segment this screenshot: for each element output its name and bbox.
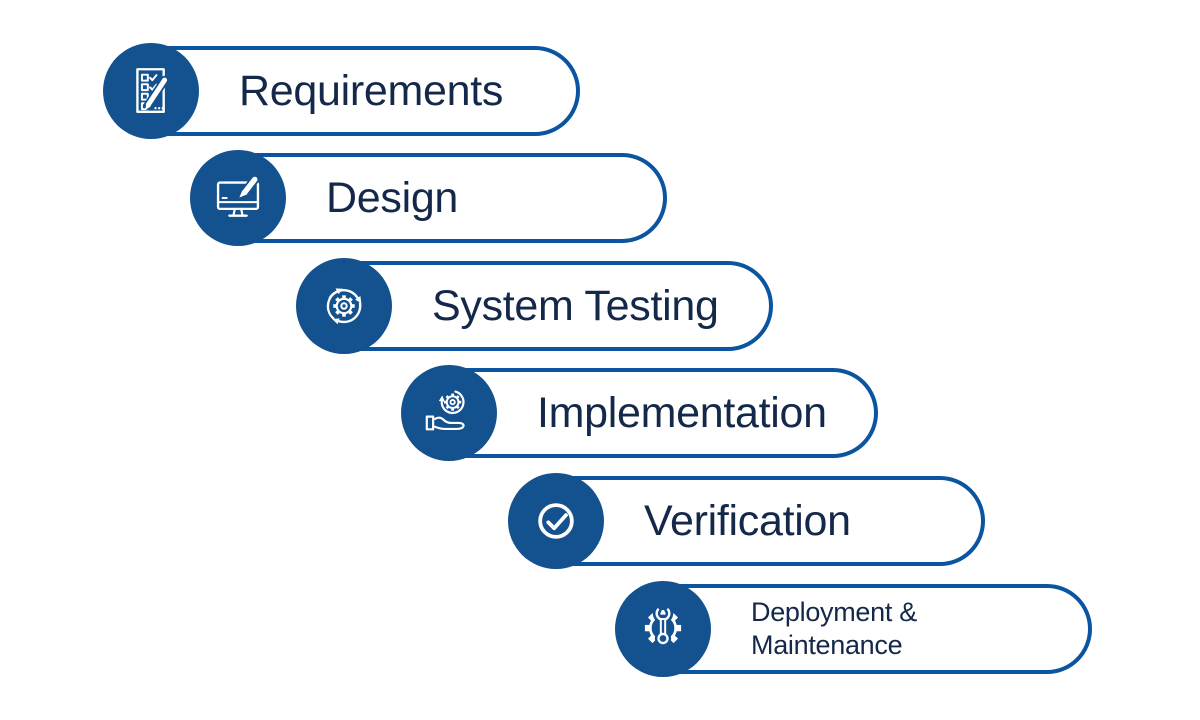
maintenance-gear-wrench-icon: [644, 605, 682, 647]
step-requirements: Requirements: [103, 43, 583, 139]
step-label: Implementation: [537, 388, 827, 437]
step-icon-badge: [296, 258, 392, 354]
step-label: Design: [326, 173, 459, 222]
step-icon-badge: [508, 473, 604, 569]
requirements-checklist-icon: [136, 68, 169, 114]
step-icon-badge: [103, 43, 199, 139]
design-monitor-paintbrush-icon: [216, 174, 260, 217]
step-label: System Testing: [432, 281, 719, 330]
verification-check-icon: [538, 503, 574, 539]
step-verification: Verification: [508, 473, 988, 569]
step-icon-badge: [615, 581, 711, 677]
step-design: Design: [190, 150, 670, 246]
step-label: Verification: [644, 496, 851, 545]
step-deployment-maintenance: Deployment & Maintenance: [615, 581, 1095, 677]
step-icon-badge: [401, 365, 497, 461]
step-implementation: Implementation: [401, 365, 881, 461]
step-system-testing: System Testing: [296, 258, 776, 354]
step-label: Deployment & Maintenance: [751, 596, 917, 660]
step-icon-badge: [190, 150, 286, 246]
testing-cycle-gear-icon: [326, 288, 362, 325]
implementation-hand-gear-icon: [425, 390, 465, 431]
step-label: Requirements: [239, 66, 504, 115]
